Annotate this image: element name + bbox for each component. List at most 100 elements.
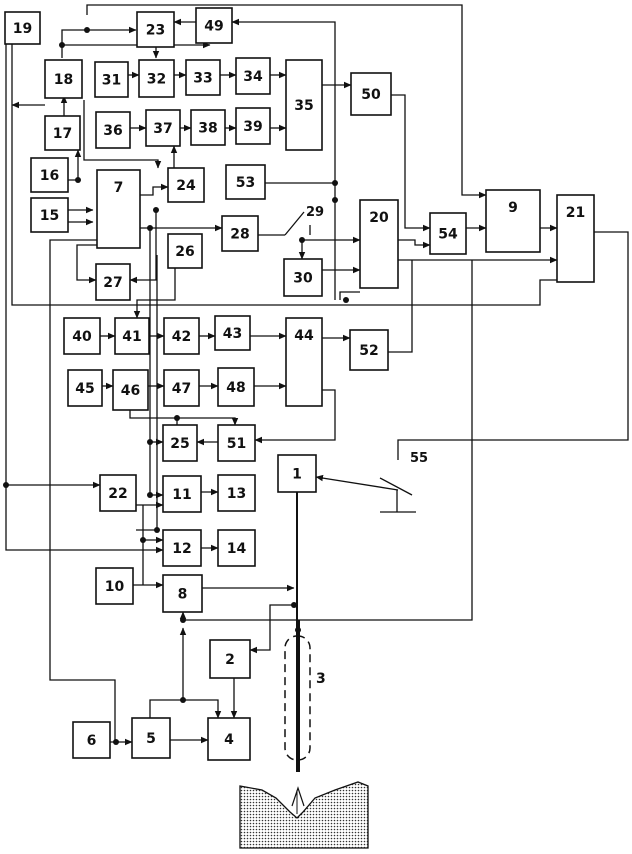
block-5: 5 xyxy=(132,718,170,758)
block-37-label: 37 xyxy=(153,121,172,137)
block-21: 21 xyxy=(557,195,594,282)
block-27-label: 27 xyxy=(103,275,122,291)
block-25-label: 25 xyxy=(170,436,189,452)
block-23: 23 xyxy=(137,12,174,47)
block-5-label: 5 xyxy=(146,731,156,747)
block-19: 19 xyxy=(5,12,40,44)
block-4-label: 4 xyxy=(224,732,234,748)
block-48: 48 xyxy=(218,368,254,406)
block-54: 54 xyxy=(430,213,466,254)
block-34-label: 34 xyxy=(243,69,263,85)
block-31-label: 31 xyxy=(102,73,121,89)
block-1-label: 1 xyxy=(292,467,302,483)
block-54-label: 54 xyxy=(438,227,458,243)
block-39: 39 xyxy=(236,108,270,144)
block-33-label: 33 xyxy=(193,71,212,87)
block-35: 35 xyxy=(286,60,322,150)
block-32: 32 xyxy=(139,60,174,97)
block-40-label: 40 xyxy=(72,329,92,345)
block-30: 30 xyxy=(284,259,322,296)
block-7-label: 7 xyxy=(114,180,124,196)
block-52: 52 xyxy=(350,330,388,370)
block-7: 7 xyxy=(97,170,140,248)
block-15: 15 xyxy=(31,198,68,232)
block-51: 51 xyxy=(218,425,255,461)
block-19-label: 19 xyxy=(13,21,32,37)
block-10-label: 10 xyxy=(105,579,125,595)
block-44: 44 xyxy=(286,318,322,406)
block-20-label: 20 xyxy=(369,210,389,226)
block-47-label: 47 xyxy=(172,381,191,397)
block-8-label: 8 xyxy=(178,587,188,603)
block-26-label: 26 xyxy=(175,244,194,260)
block-41-label: 41 xyxy=(122,329,141,345)
block-11: 11 xyxy=(163,476,201,512)
block-28: 28 xyxy=(222,216,258,251)
block-36: 36 xyxy=(96,112,130,148)
block-30-label: 30 xyxy=(293,271,313,287)
block-27: 27 xyxy=(96,264,130,300)
block-33: 33 xyxy=(186,60,220,95)
block-53: 53 xyxy=(226,165,265,199)
block-49: 49 xyxy=(196,8,232,43)
label-switch-29: 29 xyxy=(306,205,324,220)
block-51-label: 51 xyxy=(227,436,246,452)
block-31: 31 xyxy=(95,62,128,97)
block-46-label: 46 xyxy=(121,383,140,399)
block-21-label: 21 xyxy=(566,205,585,221)
block-16-label: 16 xyxy=(40,168,59,184)
block-24-label: 24 xyxy=(176,178,196,194)
block-50-label: 50 xyxy=(361,87,381,103)
block-44-label: 44 xyxy=(294,328,314,344)
block-24: 24 xyxy=(168,168,204,202)
block-2-label: 2 xyxy=(225,652,235,668)
label-electrode-3: 3 xyxy=(316,671,326,687)
block-17-label: 17 xyxy=(53,126,72,142)
block-2: 2 xyxy=(210,640,250,678)
block-35-label: 35 xyxy=(294,98,313,114)
block-40: 40 xyxy=(64,318,100,354)
block-49-label: 49 xyxy=(204,19,223,35)
block-15-label: 15 xyxy=(40,208,59,224)
block-52-label: 52 xyxy=(359,343,378,359)
block-4: 4 xyxy=(208,718,250,760)
block-9-label: 9 xyxy=(508,200,518,216)
block-6-label: 6 xyxy=(87,733,97,749)
block-14-label: 14 xyxy=(227,541,247,557)
block-38: 38 xyxy=(191,110,225,145)
spark xyxy=(292,788,304,806)
block-20: 20 xyxy=(360,200,398,288)
block-39-label: 39 xyxy=(243,119,262,135)
block-32-label: 32 xyxy=(147,72,166,88)
block-42: 42 xyxy=(164,318,199,354)
block-48-label: 48 xyxy=(226,380,245,396)
block-11-label: 11 xyxy=(172,487,191,503)
block-17: 17 xyxy=(45,116,80,150)
block-28-label: 28 xyxy=(230,227,249,243)
block-25: 25 xyxy=(163,425,197,461)
block-22: 22 xyxy=(100,475,136,511)
block-10: 10 xyxy=(96,568,133,604)
block-37: 37 xyxy=(146,110,180,146)
block-34: 34 xyxy=(236,58,270,94)
block-1: 1 xyxy=(278,455,316,492)
block-46: 46 xyxy=(113,370,148,410)
block-45-label: 45 xyxy=(75,381,94,397)
block-23-label: 23 xyxy=(146,23,165,39)
block-36-label: 36 xyxy=(103,123,122,139)
block-43: 43 xyxy=(215,316,250,350)
block-12-label: 12 xyxy=(172,541,191,557)
block-47: 47 xyxy=(164,370,199,406)
block-13: 13 xyxy=(218,475,255,511)
block-13-label: 13 xyxy=(227,486,246,502)
block-42-label: 42 xyxy=(172,329,191,345)
block-6: 6 xyxy=(73,722,110,758)
block-18-label: 18 xyxy=(54,72,73,88)
block-50: 50 xyxy=(351,73,391,115)
label-switch-55: 55 xyxy=(410,451,428,466)
block-14: 14 xyxy=(218,530,255,566)
block-8: 8 xyxy=(163,575,202,612)
block-45: 45 xyxy=(68,370,102,406)
block-43-label: 43 xyxy=(223,326,242,342)
block-26: 26 xyxy=(168,234,202,268)
